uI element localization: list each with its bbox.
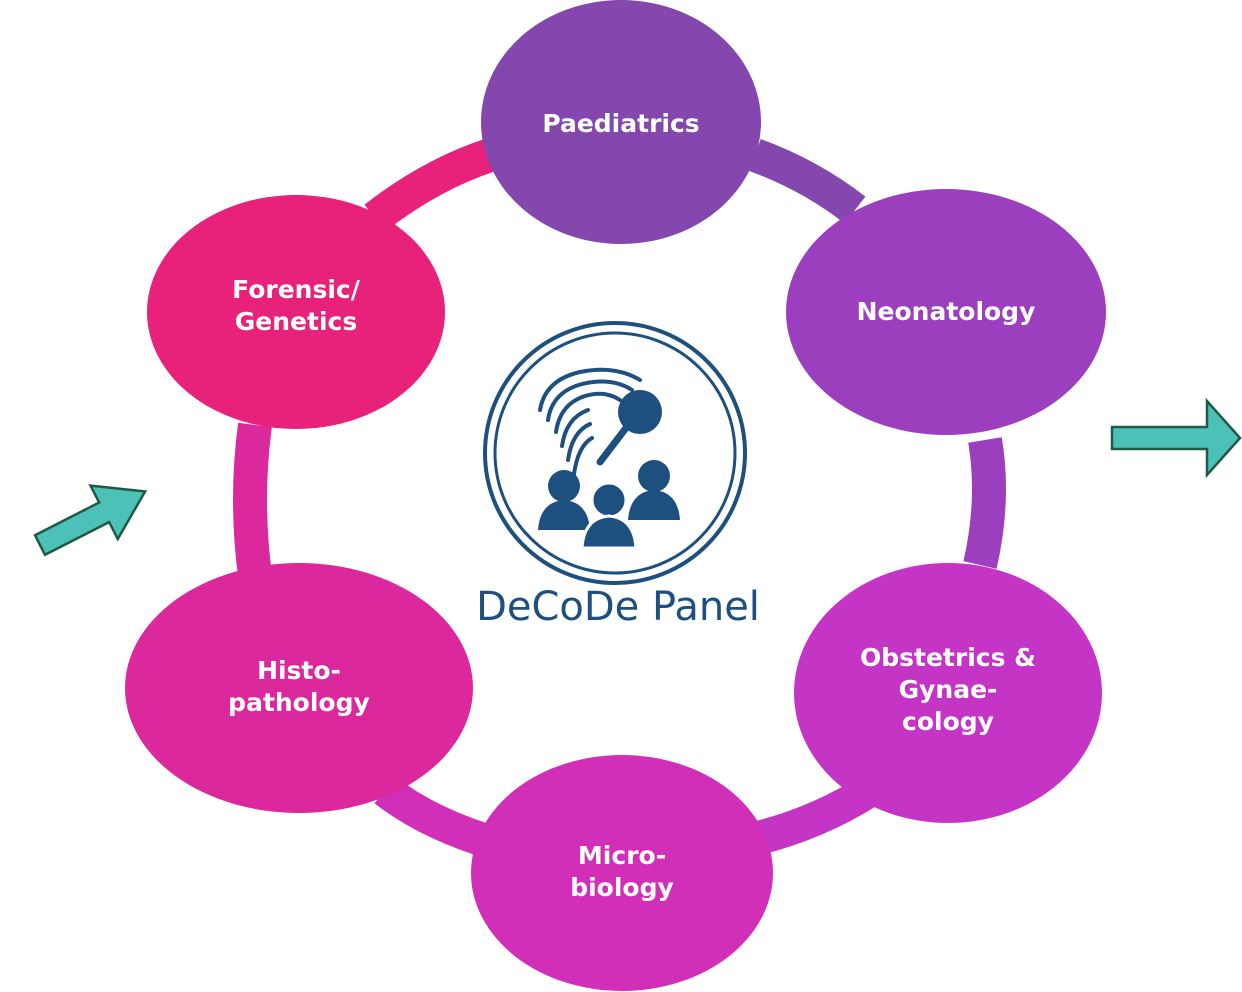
node-label-line: Forensic/ — [232, 275, 361, 304]
node-label-line: Micro- — [578, 841, 666, 870]
ring-segment-obstetrics-microbiology — [746, 775, 880, 857]
node-neonatology: Neonatology — [786, 189, 1106, 435]
node-label-line: Obstetrics & — [860, 643, 1036, 672]
node-forensic: Forensic/Genetics — [147, 195, 445, 429]
node-label-line: biology — [570, 873, 674, 902]
magnifier-icon — [596, 390, 662, 466]
ring-segment-neonatology-obstetrics — [963, 437, 1006, 569]
node-label-microbiology: Micro-biology — [570, 841, 674, 902]
doctors-icon — [538, 460, 680, 550]
node-label-line: Histo- — [257, 656, 341, 685]
node-paediatrics: Paediatrics — [481, 0, 761, 244]
decode-panel-logo: DeCoDe Panel — [476, 321, 760, 630]
node-label-line: Gynae- — [899, 675, 998, 704]
node-microbiology: Micro-biology — [471, 755, 773, 991]
logo-text: DeCoDe Panel — [476, 584, 760, 630]
node-label-line: pathology — [228, 688, 370, 717]
ring-segment-forensic-paediatrics — [364, 138, 496, 232]
arrow-entry-icon — [33, 484, 148, 557]
node-label-line: Neonatology — [857, 297, 1036, 326]
fingerprint-icon — [538, 367, 642, 476]
node-label-obstetrics: Obstetrics & Gynae-cology — [860, 643, 1036, 736]
node-obstetrics: Obstetrics & Gynae-cology — [794, 563, 1102, 823]
node-label-histopathology: Histo-pathology — [228, 656, 370, 717]
node-label-line: Paediatrics — [542, 109, 699, 138]
arrow-exit-icon — [1110, 397, 1242, 479]
node-histopathology: Histo-pathology — [125, 563, 473, 813]
node-label-forensic: Forensic/Genetics — [232, 275, 361, 336]
ring-segment-histopathology-forensic — [233, 422, 272, 578]
ring-segment-paediatrics-neonatology — [749, 139, 866, 224]
node-label-neonatology: Neonatology — [857, 297, 1036, 326]
node-label-line: Genetics — [235, 307, 357, 336]
node-label-paediatrics: Paediatrics — [542, 109, 699, 138]
node-label-line: cology — [902, 707, 994, 736]
